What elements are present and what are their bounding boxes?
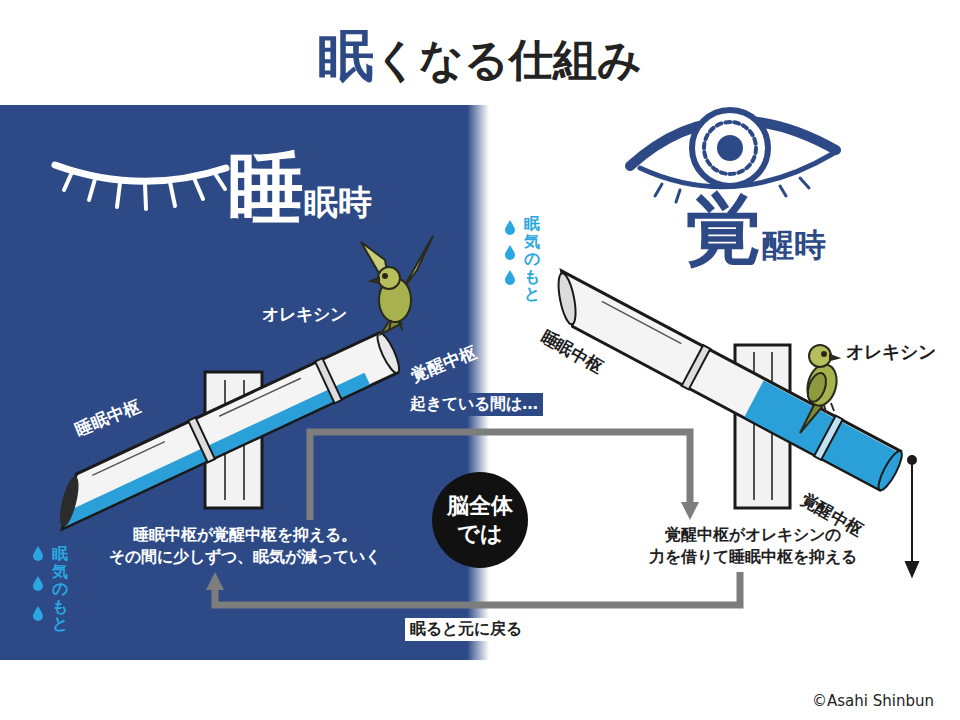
- right-bamboo: [602, 301, 681, 343]
- left-drops: [33, 606, 43, 621]
- closed-eye: [145, 184, 146, 209]
- right-bird: [831, 403, 834, 411]
- left-drops: [33, 546, 43, 561]
- right-bird: [830, 355, 838, 360]
- right-bamboo: [555, 272, 579, 326]
- night-panel: [0, 105, 489, 660]
- open-eye: [800, 178, 809, 188]
- night-panel: [0, 105, 468, 660]
- left-bamboo: [219, 378, 301, 416]
- open-eye: [692, 110, 768, 186]
- right-bamboo: [536, 267, 907, 495]
- left-bird: [383, 274, 387, 278]
- open-eye: [780, 186, 786, 196]
- flow-arrow: [215, 572, 740, 605]
- left-bird: [400, 320, 402, 330]
- closed-eye: [64, 172, 72, 190]
- right-bird: [800, 345, 841, 433]
- closed-eye: [117, 183, 120, 207]
- open-eye: [704, 122, 756, 174]
- left-bamboo: [374, 330, 403, 375]
- caption-box: 睡眠中枢が覚醒中枢を抑える。 その間に少しずつ、眠気が減っていく: [95, 520, 395, 572]
- closed-eye: [194, 178, 203, 199]
- drop-arrow: [906, 562, 918, 576]
- left-bamboo: [315, 358, 342, 403]
- left-bamboo: [188, 417, 215, 462]
- arrow-label: 起きている間は…: [405, 393, 543, 416]
- left-drops: [33, 576, 43, 591]
- right-drops: [505, 245, 515, 260]
- right-drops: [505, 220, 515, 235]
- left-bird: [371, 278, 379, 283]
- open-eye: [676, 190, 680, 202]
- closed-eye: [214, 172, 225, 189]
- left-bamboo: [56, 475, 82, 529]
- right-bamboo: [875, 448, 906, 492]
- hub-circle: 脳全体では: [432, 472, 528, 568]
- right-drops: [505, 220, 515, 285]
- right-bamboo: [682, 345, 711, 389]
- state-heading: 睡眠時: [228, 150, 372, 226]
- closed-eye: [89, 179, 95, 200]
- right-bird: [809, 345, 831, 367]
- part-label: オレキシン: [846, 340, 936, 364]
- right-bamboo: [541, 271, 901, 490]
- diagram-title: 眠くなる仕組み: [0, 22, 960, 89]
- open-eye: [718, 136, 742, 160]
- right-bird: [804, 371, 829, 405]
- left-bird: [389, 320, 391, 330]
- left-bamboo: [92, 442, 165, 476]
- part-label: オレキシン: [262, 303, 347, 326]
- right-drops: [505, 270, 515, 285]
- copyright-note: ©Asahi Shinbun: [812, 692, 934, 710]
- closed-eye: [170, 182, 175, 206]
- arrow-label: 眠ると元に戻る: [405, 618, 527, 641]
- closed-eye: [55, 165, 226, 181]
- closed-eye: [55, 165, 226, 209]
- right-bird: [803, 361, 841, 409]
- node-text: 睡眠中枢が覚醒中枢を抑える。 その間に少しずつ、眠気が減っていく: [100, 524, 390, 568]
- part-label: 眠気のもと: [52, 545, 68, 633]
- left-bamboo: [60, 373, 370, 527]
- left-drops: [33, 546, 43, 621]
- night-panel: [467, 105, 489, 660]
- part-label: 眠気のもと: [524, 215, 540, 303]
- left-bird: [378, 267, 400, 289]
- right-bamboo: [814, 416, 843, 460]
- left-bird: [361, 236, 433, 334]
- open-eye: [655, 184, 662, 196]
- right-bird: [824, 405, 826, 413]
- node-text: 脳全体では: [447, 492, 513, 548]
- state-heading: 覚醒時: [686, 192, 826, 268]
- drop-arrow: [911, 460, 913, 566]
- drop-arrow: [906, 456, 918, 576]
- right-bird: [822, 352, 826, 356]
